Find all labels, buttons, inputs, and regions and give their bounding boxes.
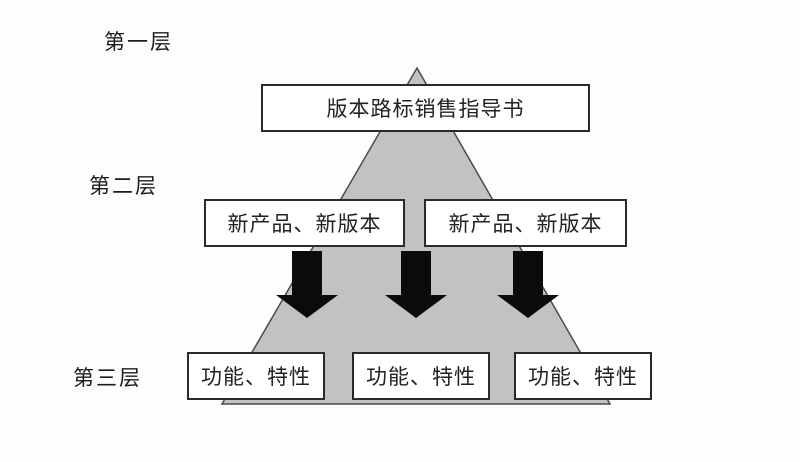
down-arrow-icon <box>497 251 559 318</box>
layer-1-label: 第一层 <box>104 30 173 54</box>
down-arrow-icon <box>385 251 447 318</box>
level-2-box-right: 新产品、新版本 <box>424 199 627 247</box>
layer-2-label: 第二层 <box>89 174 158 198</box>
level-1-box: 版本路标销售指导书 <box>261 84 590 132</box>
down-arrow-icon <box>276 251 338 318</box>
level-3-box-middle: 功能、特性 <box>352 352 490 400</box>
level-3-box-left: 功能、特性 <box>187 352 325 400</box>
level-2-box-left: 新产品、新版本 <box>204 199 405 247</box>
level-3-box-right: 功能、特性 <box>514 352 652 400</box>
layer-3-label: 第三层 <box>73 366 142 390</box>
